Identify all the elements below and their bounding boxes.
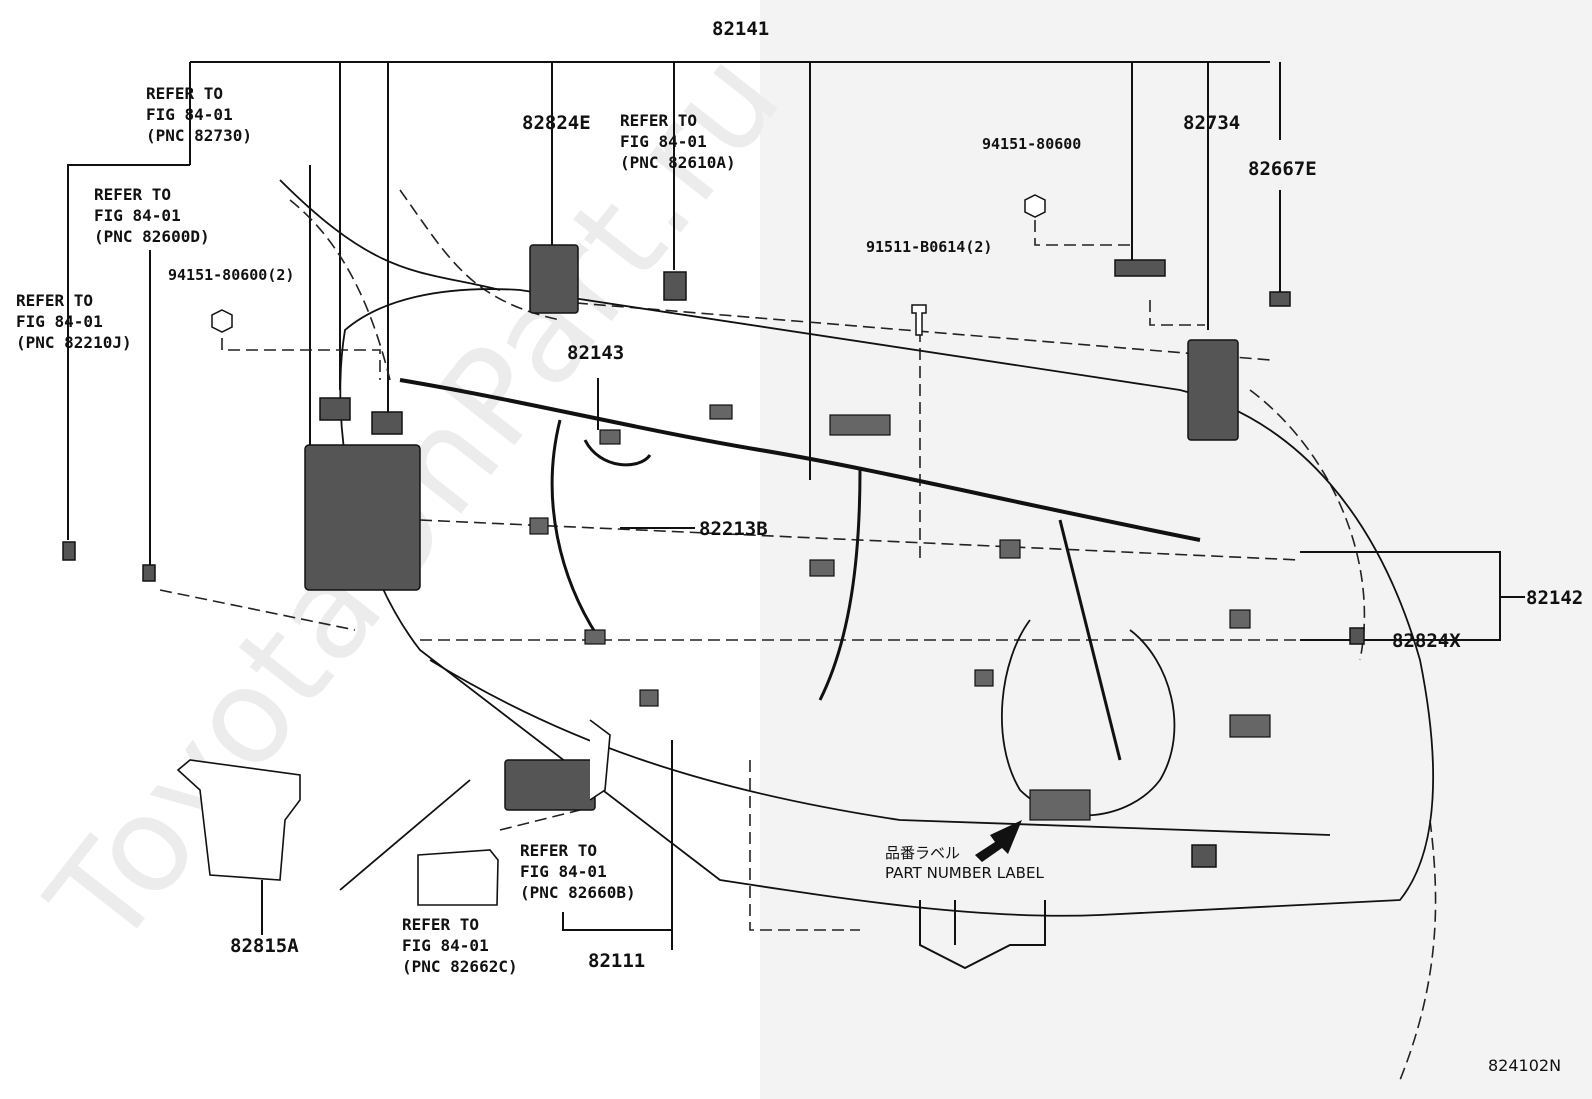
refer-note-82210J[interactable]: REFER TO FIG 84-01 (PNC 82210J): [16, 291, 132, 352]
connector-d: [999, 539, 1021, 559]
refer-note-82610A[interactable]: REFER TO FIG 84-01 (PNC 82610A): [620, 111, 736, 172]
bracket-92101: [1114, 259, 1166, 277]
block-82660B: [504, 759, 596, 811]
dash-body: [339, 288, 1435, 917]
dash-13: [1399, 819, 1437, 1081]
bracket-82142: [1300, 551, 1525, 641]
connector-f: [639, 689, 659, 707]
dash-lower: [429, 659, 1331, 836]
callout-bolt-94151-top[interactable]: 94151-80600: [982, 135, 1082, 153]
connector-82610A: [663, 271, 687, 301]
screw-91511: [911, 304, 927, 336]
bracket-82111: [562, 740, 673, 950]
dash-10: [419, 519, 1301, 561]
cowl-line: [279, 179, 501, 291]
callout-82824E[interactable]: 82824E: [522, 112, 591, 134]
ecu-82734: [1187, 339, 1239, 441]
callout-82141[interactable]: 82141: [712, 18, 770, 40]
dash-9: [539, 299, 1271, 361]
connector-c: [829, 414, 891, 436]
refer-note-82660B[interactable]: REFER TO FIG 84-01 (PNC 82660B): [520, 841, 636, 902]
callout-82734[interactable]: 82734: [1183, 112, 1241, 134]
connector-a: [599, 429, 621, 445]
cable-82143: [583, 439, 652, 467]
connector-l: [584, 629, 606, 645]
callout-82213B[interactable]: 82213B: [699, 518, 768, 540]
callout-82824X[interactable]: 82824X: [1392, 630, 1461, 652]
refer-note-82600D[interactable]: REFER TO FIG 84-01 (PNC 82600D): [94, 185, 210, 246]
refer-note-82730[interactable]: REFER TO FIG 84-01 (PNC 82730): [146, 84, 252, 145]
dash-6: [499, 809, 581, 831]
mount-left-2: [371, 411, 403, 435]
dash-3: [1149, 300, 1205, 326]
connector-lower: [1191, 844, 1217, 868]
bolt-94151-top: [1024, 194, 1046, 218]
part-label-arrow: [975, 820, 1022, 862]
refer-note-82662C[interactable]: REFER TO FIG 84-01 (PNC 82662C): [402, 915, 518, 976]
callout-82143[interactable]: 82143: [567, 342, 625, 364]
harness-branch-1: [550, 419, 602, 641]
harness-branch-3: [1058, 519, 1122, 761]
callout-82111[interactable]: 82111: [588, 950, 646, 972]
connector-e: [529, 517, 549, 535]
bracket-part-label: [919, 900, 1046, 970]
connector-b: [709, 404, 733, 420]
callout-82142[interactable]: 82142: [1526, 587, 1584, 609]
dash-5: [159, 589, 356, 631]
connector-h: [1229, 714, 1271, 738]
connector-i: [974, 669, 994, 687]
harness-branch-2: [818, 469, 862, 701]
connector-j: [1029, 789, 1091, 821]
diagram-id: 824102N: [1488, 1056, 1562, 1075]
connector-82667E: [1269, 291, 1291, 307]
callout-82815A[interactable]: 82815A: [230, 935, 299, 957]
dash-7: [289, 199, 391, 381]
leader-82730: [67, 164, 311, 540]
part-label-jp: 品番ラベル: [885, 844, 961, 862]
connector-g: [1229, 609, 1251, 629]
dash-2: [1034, 220, 1130, 246]
part-label-en: PART NUMBER LABEL: [885, 864, 1044, 882]
bracket-82660B-arm: [589, 719, 611, 801]
leader-line-left: [339, 779, 471, 891]
cover-82815A: [176, 759, 301, 881]
dash-12: [1249, 389, 1366, 661]
clip-82210J: [62, 541, 76, 561]
dash-1: [221, 320, 381, 380]
lid-82662C: [417, 849, 499, 906]
shaded-panel: [760, 0, 1592, 1099]
dash-14: [749, 760, 860, 931]
steering-column: [1000, 619, 1176, 817]
clip-82600D: [142, 564, 156, 582]
callout-82667E[interactable]: 82667E: [1248, 158, 1317, 180]
callout-screw-91511[interactable]: 91511-B0614(2): [866, 238, 993, 256]
clamp-right: [1349, 627, 1365, 645]
relay-block-82824E: [529, 244, 579, 314]
mount-left-1: [319, 397, 351, 421]
callout-bolt-94151-left[interactable]: 94151-80600(2): [168, 266, 295, 284]
bolt-94151-left: [211, 309, 233, 333]
junction-block: [304, 444, 421, 591]
connector-k: [809, 559, 835, 577]
trunk-harness: [399, 378, 1201, 542]
